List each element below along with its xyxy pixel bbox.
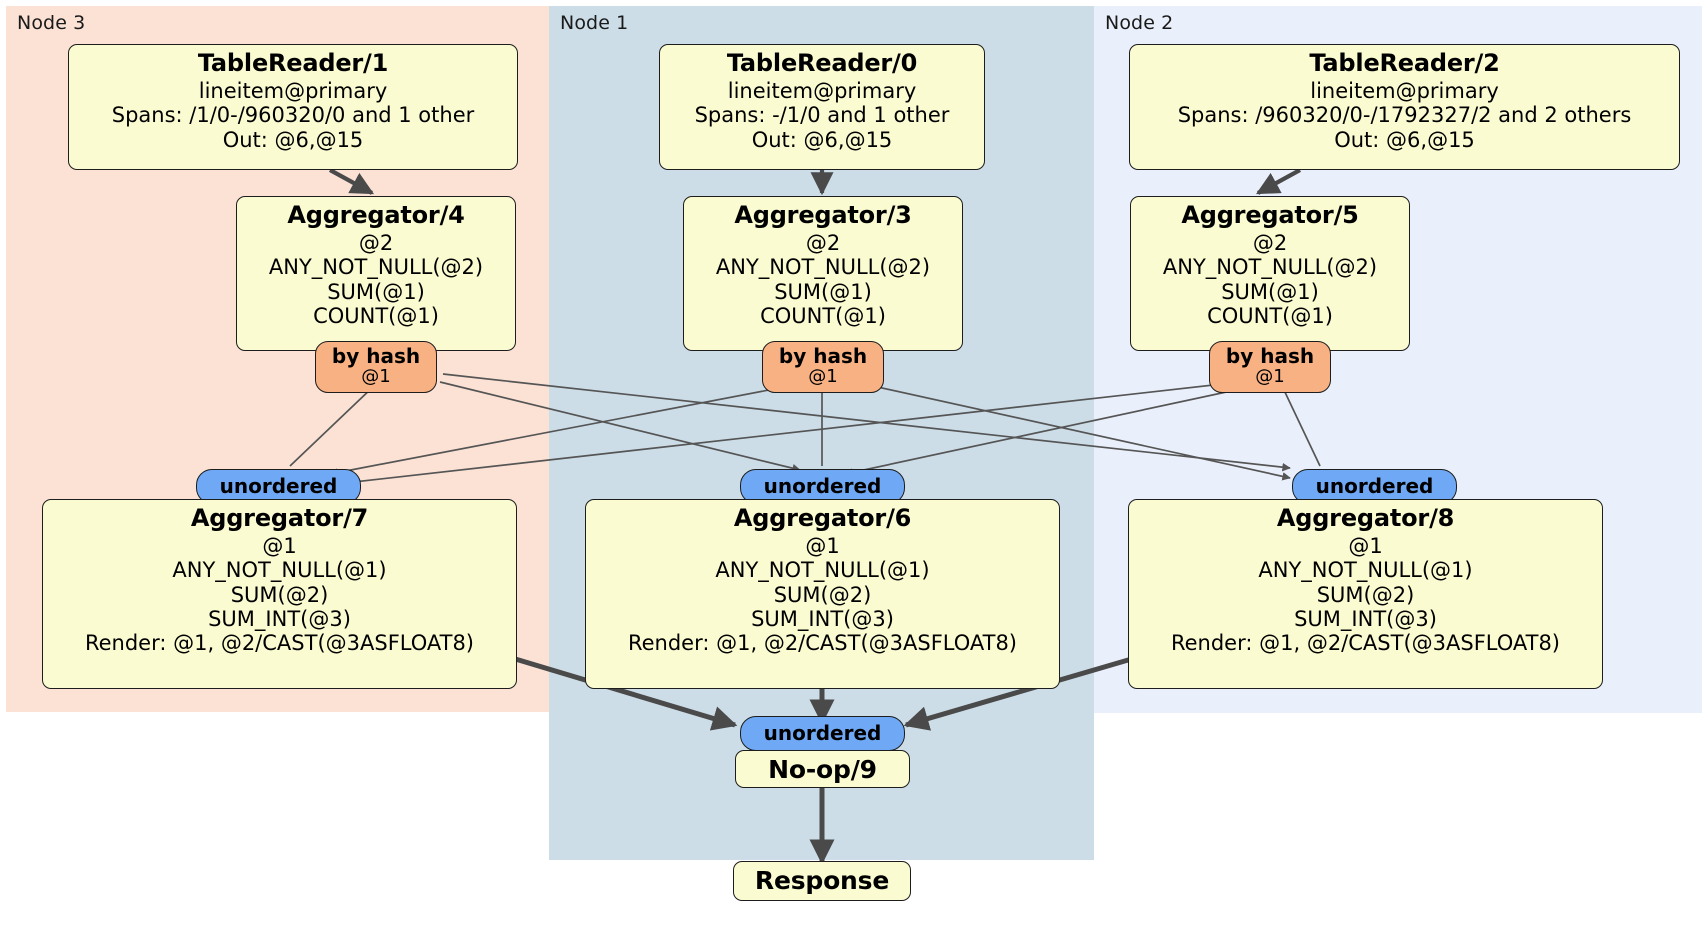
processor-title: Aggregator/3 bbox=[734, 201, 912, 229]
processor-line: Spans: /1/0-/960320/0 and 1 other bbox=[111, 103, 475, 128]
router-label: by hash bbox=[331, 344, 421, 368]
processor-aggregator-4[interactable]: Aggregator/4 @2 ANY_NOT_NULL(@2) SUM(@1)… bbox=[236, 196, 516, 351]
synchronizer-unordered-final[interactable]: unordered bbox=[740, 716, 905, 751]
processor-line: @2 bbox=[358, 230, 394, 255]
processor-line: Out: @6,@15 bbox=[1334, 127, 1475, 152]
synchronizer-label: unordered bbox=[219, 474, 338, 498]
processor-line: Render: @1, @2/CAST(@3ASFLOAT8) bbox=[84, 631, 475, 656]
processor-line: SUM(@2) bbox=[230, 582, 329, 607]
processor-line: ANY_NOT_NULL(@1) bbox=[715, 558, 930, 583]
processor-line: lineitem@primary bbox=[198, 78, 388, 103]
processor-line: Spans: -/1/0 and 1 other bbox=[694, 103, 950, 128]
processor-aggregator-3[interactable]: Aggregator/3 @2 ANY_NOT_NULL(@2) SUM(@1)… bbox=[683, 196, 963, 351]
processor-title: Aggregator/8 bbox=[1276, 504, 1455, 532]
synchronizer-label: unordered bbox=[763, 721, 882, 745]
processor-line: @1 bbox=[805, 533, 840, 558]
processor-line: SUM(@2) bbox=[1316, 582, 1415, 607]
processor-title: Aggregator/6 bbox=[733, 504, 912, 532]
processor-line: SUM(@1) bbox=[327, 279, 425, 304]
processor-line: lineitem@primary bbox=[727, 78, 917, 103]
processor-line: @2 bbox=[805, 230, 841, 255]
router-by-hash-left[interactable]: by hash @1 bbox=[315, 341, 437, 393]
processor-line: SUM(@2) bbox=[773, 582, 872, 607]
router-label: by hash bbox=[1225, 344, 1315, 368]
processor-title: TableReader/2 bbox=[1309, 49, 1500, 77]
processor-no-op-9[interactable]: No-op/9 bbox=[735, 750, 910, 788]
router-label: by hash bbox=[778, 344, 868, 368]
processor-title: Aggregator/5 bbox=[1181, 201, 1359, 229]
router-column: @1 bbox=[361, 366, 391, 388]
processor-table-reader-0[interactable]: TableReader/0 lineitem@primary Spans: -/… bbox=[659, 44, 985, 170]
processor-aggregator-7[interactable]: Aggregator/7 @1 ANY_NOT_NULL(@1) SUM(@2)… bbox=[42, 499, 517, 689]
processor-line: @1 bbox=[262, 533, 297, 558]
processor-title: No-op/9 bbox=[768, 755, 877, 784]
processor-line: SUM(@1) bbox=[1221, 279, 1319, 304]
router-by-hash-right[interactable]: by hash @1 bbox=[1209, 341, 1331, 393]
router-column: @1 bbox=[1255, 366, 1285, 388]
processor-table-reader-1[interactable]: TableReader/1 lineitem@primary Spans: /1… bbox=[68, 44, 518, 170]
processor-line: lineitem@primary bbox=[1310, 78, 1499, 103]
panel-node-2-label: Node 2 bbox=[1105, 12, 1174, 34]
processor-aggregator-8[interactable]: Aggregator/8 @1 ANY_NOT_NULL(@1) SUM(@2)… bbox=[1128, 499, 1603, 689]
synchronizer-unordered-left[interactable]: unordered bbox=[196, 469, 361, 504]
processor-title: TableReader/1 bbox=[197, 49, 389, 77]
processor-line: COUNT(@1) bbox=[313, 303, 439, 328]
processor-title: TableReader/0 bbox=[726, 49, 918, 77]
processor-line: ANY_NOT_NULL(@1) bbox=[1258, 558, 1473, 583]
processor-line: ANY_NOT_NULL(@1) bbox=[172, 558, 387, 583]
processor-line: Out: @6,@15 bbox=[751, 127, 893, 152]
processor-line: @1 bbox=[1348, 533, 1383, 558]
processor-title: Aggregator/4 bbox=[287, 201, 465, 229]
panel-node-1-label: Node 1 bbox=[560, 12, 629, 34]
synchronizer-label: unordered bbox=[1315, 474, 1434, 498]
processor-table-reader-2[interactable]: TableReader/2 lineitem@primary Spans: /9… bbox=[1129, 44, 1680, 170]
processor-line: ANY_NOT_NULL(@2) bbox=[1162, 255, 1378, 280]
processor-line: COUNT(@1) bbox=[760, 303, 886, 328]
synchronizer-unordered-right[interactable]: unordered bbox=[1292, 469, 1457, 504]
processor-line: Render: @1, @2/CAST(@3ASFLOAT8) bbox=[1170, 631, 1561, 656]
processor-line: SUM_INT(@3) bbox=[208, 606, 351, 631]
processor-line: SUM_INT(@3) bbox=[1294, 606, 1437, 631]
processor-line: Render: @1, @2/CAST(@3ASFLOAT8) bbox=[627, 631, 1018, 656]
router-column: @1 bbox=[808, 366, 838, 388]
processor-response[interactable]: Response bbox=[733, 861, 911, 901]
panel-node-3-label: Node 3 bbox=[17, 12, 86, 34]
processor-line: @2 bbox=[1252, 230, 1288, 255]
processor-line: SUM(@1) bbox=[774, 279, 872, 304]
processor-line: ANY_NOT_NULL(@2) bbox=[268, 255, 484, 280]
synchronizer-unordered-mid[interactable]: unordered bbox=[740, 469, 905, 504]
processor-title: Aggregator/7 bbox=[190, 504, 369, 532]
processor-line: Spans: /960320/0-/1792327/2 and 2 others bbox=[1177, 103, 1632, 128]
processor-line: COUNT(@1) bbox=[1207, 303, 1333, 328]
processor-aggregator-5[interactable]: Aggregator/5 @2 ANY_NOT_NULL(@2) SUM(@1)… bbox=[1130, 196, 1410, 351]
processor-line: SUM_INT(@3) bbox=[751, 606, 894, 631]
processor-title: Response bbox=[754, 866, 890, 895]
synchronizer-label: unordered bbox=[763, 474, 882, 498]
processor-line: ANY_NOT_NULL(@2) bbox=[715, 255, 931, 280]
processor-aggregator-6[interactable]: Aggregator/6 @1 ANY_NOT_NULL(@1) SUM(@2)… bbox=[585, 499, 1060, 689]
router-by-hash-mid[interactable]: by hash @1 bbox=[762, 341, 884, 393]
processor-line: Out: @6,@15 bbox=[222, 127, 364, 152]
